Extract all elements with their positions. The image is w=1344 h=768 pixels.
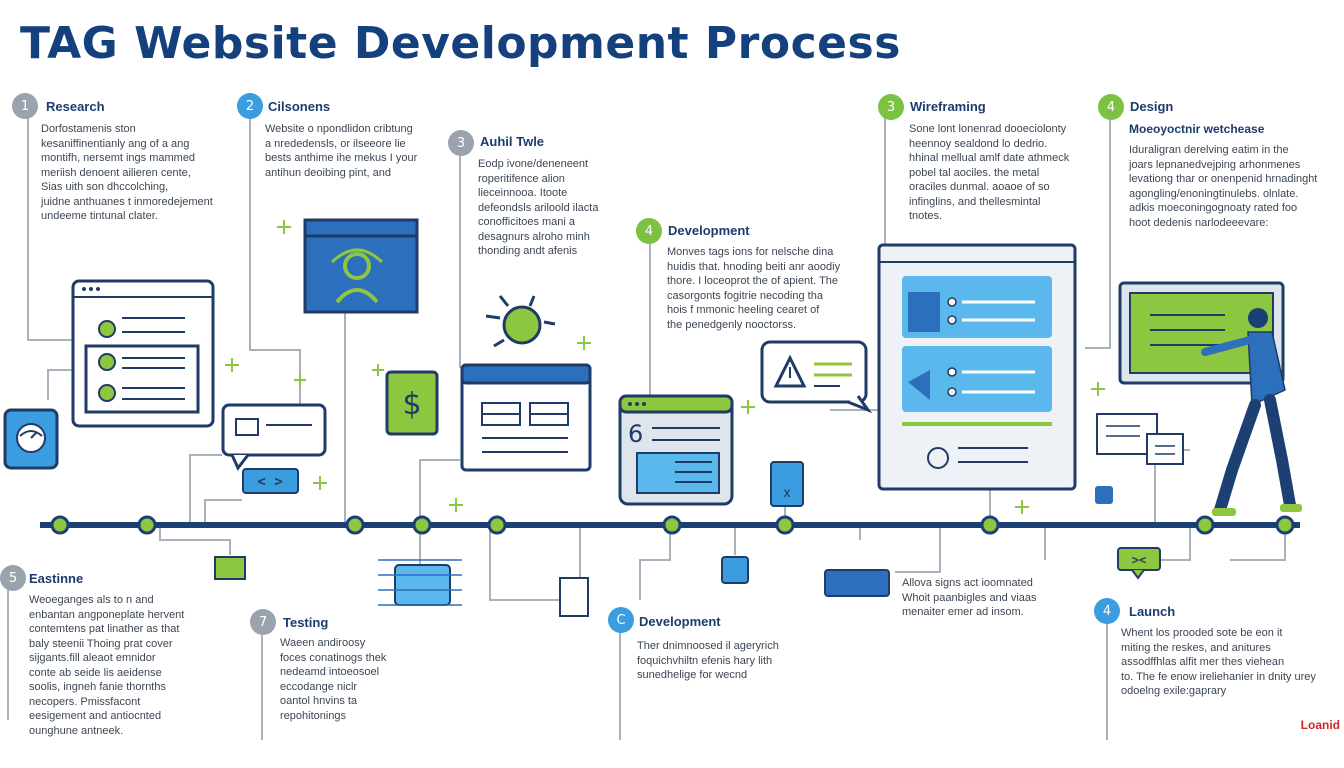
chat-bubble [221, 403, 327, 471]
code-icon: < > [242, 468, 299, 494]
step-title: Testing [283, 615, 329, 630]
step-title: Development [639, 614, 721, 629]
step-number: 4 [1094, 598, 1120, 624]
step-number: 3 [878, 94, 904, 120]
step-number: 1 [12, 93, 38, 119]
alert-icon [760, 340, 873, 414]
step-title: Cilsonens [268, 99, 331, 114]
step-subtitle: Moeoyoctnir wetchease [1129, 122, 1265, 136]
launch-bubble: >< [1117, 547, 1161, 580]
step-number: 5 [0, 565, 26, 591]
step-title: Eastinne [29, 571, 84, 586]
step-number: 4 [1098, 94, 1124, 120]
dashboard-icon [3, 408, 59, 470]
bottom-widgets [214, 486, 1113, 617]
step-title: Development [668, 223, 750, 238]
step-number: C [608, 607, 634, 633]
step-number: 3 [448, 130, 474, 156]
device-icon: x [770, 461, 804, 507]
development-window: 6 [618, 394, 734, 506]
svg-text:6: 6 [628, 420, 643, 448]
wireframe-window [877, 243, 1077, 491]
connector-lines [7, 118, 1286, 740]
svg-text:< >: < > [257, 474, 282, 490]
step-title: Research [46, 99, 105, 114]
layout-window [460, 363, 592, 472]
step-title: Launch [1129, 604, 1176, 619]
research-window [71, 279, 215, 428]
person-icon [1201, 308, 1302, 516]
svg-text:><: >< [1132, 553, 1146, 567]
dollar-icon: $ [385, 370, 439, 436]
step-title: Wireframing [910, 99, 986, 114]
step-number: 7 [250, 609, 276, 635]
step-title: Auhil Twle [480, 134, 545, 149]
step-number: 2 [237, 93, 263, 119]
design-monitor [1118, 281, 1285, 385]
user-icon [303, 218, 419, 314]
document-icon [1096, 413, 1184, 465]
page-title: TAG Website Development Process [20, 18, 901, 69]
sun-icon [485, 295, 556, 348]
step-title: Design [1130, 99, 1174, 114]
svg-text:x: x [783, 486, 791, 501]
timeline-nodes [50, 515, 1295, 535]
decor-sparkles [225, 220, 1105, 514]
step-number: 4 [636, 218, 662, 244]
svg-text:$: $ [402, 387, 421, 422]
corner-label: Loanid [1300, 718, 1340, 732]
